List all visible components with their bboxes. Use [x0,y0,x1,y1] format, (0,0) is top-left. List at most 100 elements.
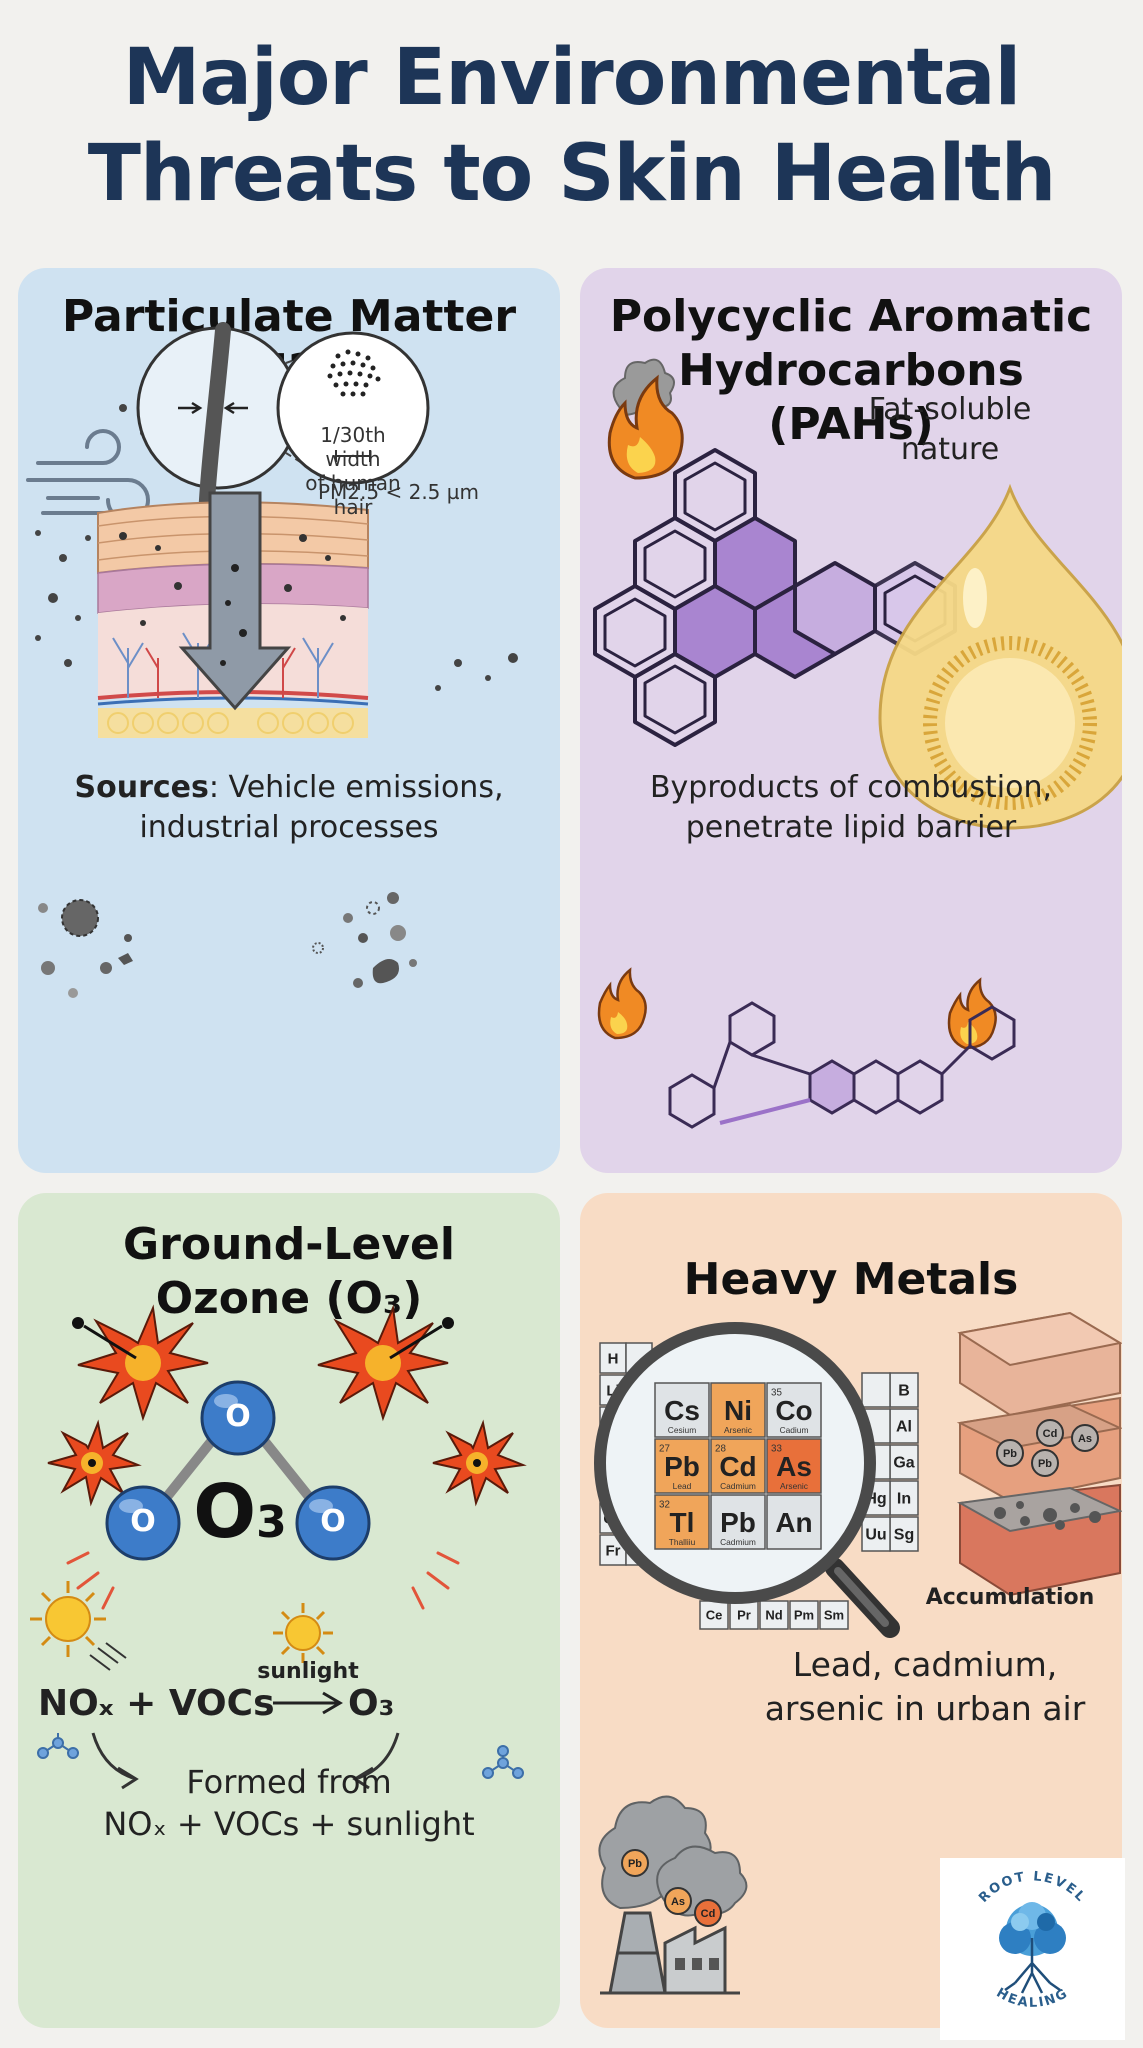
element-cell: Pr [729,1600,759,1630]
accumulation-label: Accumulation [925,1585,1095,1610]
smoke-metal-particle: Cd [694,1899,722,1927]
pah-description: Byproducts of combustion, penetrate lipi… [649,770,1053,845]
element-symbol: In [897,1491,911,1508]
element-symbol: Sm [824,1608,844,1623]
penetration-arrow [178,491,292,711]
fire-icon-left [597,967,647,1040]
ozone-formula: O3 [193,1469,287,1555]
reaction-arrow [273,1691,343,1715]
pah-panel: Polycyclic Aromatic Hydrocarbons (PAHs) [580,268,1122,1173]
element-symbol: Al [896,1419,912,1436]
element-name: Cesium [668,1425,696,1435]
curved-arrow-left [91,1732,134,1780]
svg-text:Cd: Cd [1043,1428,1058,1440]
metal-particle: Pb [1031,1449,1059,1477]
svg-text:ROOT LEVEL: ROOT LEVEL [976,1869,1088,1906]
heavy-metals-title: Heavy Metals [683,1254,1019,1305]
element-symbol: Co [775,1395,812,1426]
element-name: Cadmium [720,1481,756,1491]
element-cell: Ga [889,1444,919,1480]
molecule-icon-right [482,1745,524,1779]
svg-text:As: As [1078,1433,1092,1445]
element-symbol: B [898,1383,910,1400]
element-name: Lead [673,1481,692,1491]
element-symbol: Ce [706,1608,723,1623]
element-cell: Ce [699,1600,729,1630]
atom-label-left: O [130,1504,156,1539]
skin-layers-block [956,1311,1122,1597]
logo-top-text: ROOT LEVEL [976,1869,1086,1906]
hair-magnifier [136,322,329,526]
ozone-atom-top [200,1380,276,1456]
element-number: 32 [659,1500,670,1511]
svg-text:Pb: Pb [1038,1458,1052,1470]
svg-text:Cd: Cd [701,1908,716,1920]
element-symbol: Fr [606,1542,621,1559]
element-cell: B [889,1372,919,1408]
pah-title: Polycyclic Aromatic Hydrocarbons (PAHs) [609,291,1093,450]
element-symbol: An [775,1507,812,1538]
equation-reactants: NOₓ + VOCs [38,1683,275,1724]
molecule-icon-left [37,1733,79,1759]
curved-arrow-right-head [352,1766,374,1790]
ozone-atom-left [105,1485,181,1561]
ozone-atom-right [295,1485,371,1561]
smoke-metal-particle: Pb [621,1849,649,1877]
element-number: 33 [771,1444,782,1455]
curved-arrow-left-head [117,1766,139,1790]
ozone-description: Formed from NOₓ + VOCs + sunlight [103,1763,475,1843]
particle-zoom-circle [276,331,430,485]
element-name: Thalliiu [669,1537,696,1547]
element-cell: In [889,1480,919,1516]
pm25-panel: Particulate Matter (PM2.5) [18,268,560,1173]
element-number: 28 [715,1444,726,1455]
element-symbol: Cd [719,1451,756,1482]
tree-roots [1004,1938,1061,1994]
element-cell: Sg [889,1516,919,1552]
equation-product: O₃ [348,1683,395,1724]
atom-label-right: O [320,1504,346,1539]
fire-icon-right [947,977,997,1050]
svg-text:Pb: Pb [628,1858,642,1870]
element-name: Arsenic [724,1425,752,1435]
oil-drop-icon [878,483,1122,830]
pm25-size-note: PM2.5 < 2.5 µm [318,480,479,504]
element-symbol: Pb [664,1451,700,1482]
tree-canopy [999,1902,1066,1956]
svg-text:Pb: Pb [1003,1448,1017,1460]
sun-icon [273,1603,333,1663]
element-cell: An [766,1494,822,1550]
element-name: Arsenic [780,1481,808,1491]
sun-icon [30,1581,127,1671]
metal-particle: Cd [1036,1419,1064,1447]
element-cell [861,1372,891,1408]
element-symbol: Pb [720,1507,756,1538]
fat-soluble-note: Fat-soluble nature [868,392,1032,467]
page-title: Major Environmental Threats to Skin Heal… [87,33,1056,219]
element-number: 27 [659,1444,670,1455]
fire-icon [607,374,684,480]
magnified-elements: CsCesiumNiArsenicCo35CadiumPb27LeadCd28C… [654,1382,822,1550]
element-symbol: H [608,1350,619,1367]
element-cell: Pm [789,1600,819,1630]
pm25-sources: Sources: Vehicle emissions, industrial p… [74,770,504,845]
factory-icon [600,1911,740,1995]
pah-illustration [593,358,1122,1129]
ozone-illustration [30,1304,527,1790]
ozone-title: Ground-Level Ozone (O₃) [123,1219,455,1324]
sunlight-label: sunlight [257,1659,359,1684]
svg-text:As: As [671,1896,685,1908]
element-name: Cadium [780,1425,809,1435]
element-symbol: Sg [894,1527,914,1544]
metal-particle: Pb [996,1439,1024,1467]
element-symbol: Cs [664,1395,700,1426]
pah-chain-molecule [668,1001,1016,1129]
